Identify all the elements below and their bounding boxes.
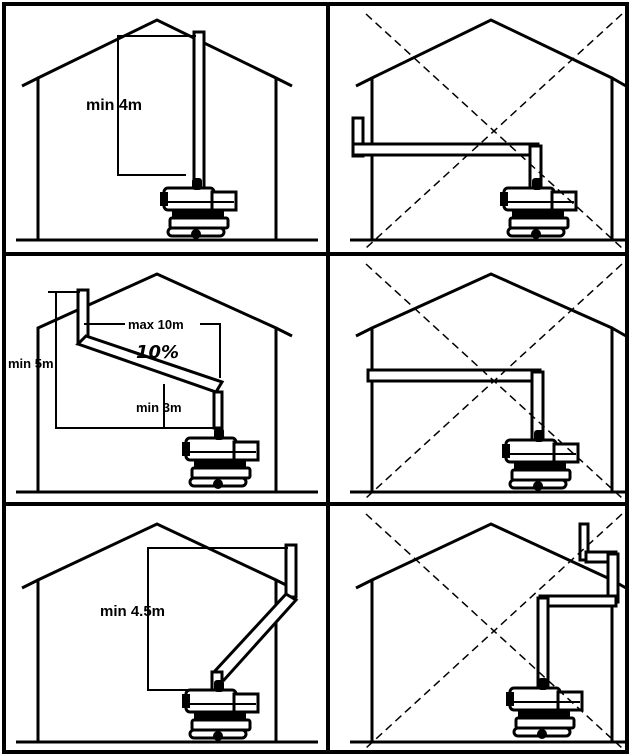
label-min-rise: min 3m [136,400,182,415]
cross-out-mark [365,263,623,499]
heater-unit-icon [158,176,238,241]
panel-4-incorrect [350,263,627,499]
panel-5-correct: min 4.5m [16,522,318,744]
chimney-pipe-icon [366,368,545,444]
heater-unit-icon [180,426,260,491]
dimension-lines [48,291,221,429]
label-min-outlet: min 5m [8,356,54,371]
heater-unit-icon [498,176,578,241]
cross-out-mark [365,13,623,249]
house-outline-icon [16,272,318,494]
house-outline-icon [16,18,318,242]
panel-1-correct: min 4m [16,18,318,242]
heater-unit-icon [504,676,584,741]
chimney-pipe-icon [351,116,543,190]
height-dimension-line [147,547,288,691]
chimney-pipe-icon [536,522,620,696]
label-max-run: max 10m [128,317,184,332]
chimney-pipe-icon [192,30,206,192]
label-min-height: min 4m [86,97,142,114]
heater-unit-icon [500,428,580,493]
house-outline-icon [350,18,627,242]
height-dimension-line [117,35,196,176]
house-outline-icon [350,272,627,494]
label-slope: 10% [136,342,179,363]
chimney-pipe-icon [210,543,299,698]
label-min-height: min 4.5m [100,603,165,620]
panel-3-correct: max 10m 10% min 5m min 3m [8,272,318,494]
panel-2-incorrect [350,13,627,249]
panel-6-incorrect [350,513,627,749]
house-outline-icon [16,522,318,744]
cross-out-mark [365,513,623,749]
chimney-pipe-icon [75,288,225,430]
